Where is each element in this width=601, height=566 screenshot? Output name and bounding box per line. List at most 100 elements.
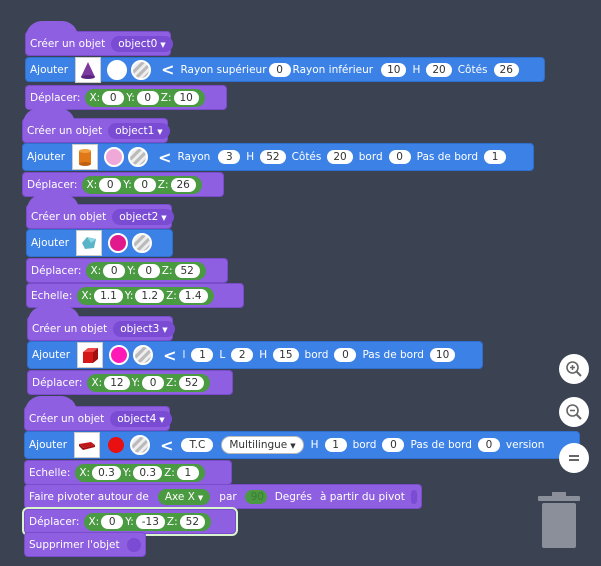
L-input[interactable]: 2 [231,348,254,362]
color-swatch[interactable] [109,345,130,365]
cotes-input[interactable]: 20 [327,150,353,164]
bord-input[interactable]: 0 [388,150,411,164]
gem-shape-icon[interactable] [76,230,103,256]
x-input[interactable]: 0.3 [92,465,121,480]
z-label: Z: [160,91,172,104]
y-input[interactable]: 0 [142,375,165,390]
z-input[interactable]: 1.4 [178,288,208,303]
scale-block[interactable]: Echelle: X:0.3 Y:0.3 Z:1 [24,460,232,485]
object-name: object2 [119,210,159,223]
collapse-chevron-icon[interactable]: < [163,345,177,365]
y-label: Y: [122,466,132,479]
text-input[interactable]: T.C [181,438,214,452]
cone-shape-icon[interactable] [75,56,102,83]
move-block-selected[interactable]: Déplacer: X:0 Y:-13 Z:52 [24,509,236,534]
rotate-block[interactable]: Faire pivoter autour de Axe X▼ par 90 De… [24,484,422,509]
create-object-block[interactable]: Créer un objet object2▼ [26,194,174,229]
h-input[interactable]: 15 [273,348,299,362]
text3d-shape-icon[interactable] [74,432,101,458]
rayon-sup-input[interactable]: 0 [268,62,291,77]
cotes-input[interactable]: 26 [493,62,519,77]
color-swatch[interactable] [108,233,129,253]
add-shape-block[interactable]: Ajouter < Rayon 3 H 52 Côtés 20 bord 0 P… [22,143,534,171]
y-input[interactable]: 0 [137,263,160,278]
y-input[interactable]: 1.2 [135,288,165,303]
z-input[interactable]: 52 [178,375,205,390]
z-input[interactable]: 26 [170,177,196,192]
texture-swatch[interactable] [133,345,154,365]
trash-icon[interactable] [538,492,580,548]
zoom-in-icon[interactable] [559,354,589,384]
texture-swatch[interactable] [130,435,151,455]
cylinder-shape-icon[interactable] [72,144,99,170]
y-input[interactable]: 0.3 [133,465,163,480]
delete-object-block[interactable]: Supprimer l'objet [24,532,146,557]
rayon-input[interactable]: 3 [218,150,241,164]
texture-swatch[interactable] [132,233,153,253]
zoom-out-icon[interactable] [559,397,589,427]
texture-swatch[interactable] [131,59,152,80]
h-label: H [310,439,319,451]
font-dropdown[interactable]: Multilingue▼ [221,436,304,454]
x-input[interactable]: 0 [102,90,125,105]
y-input[interactable]: -13 [135,514,165,529]
x-input[interactable]: 0 [101,514,124,529]
rayon-inf-input[interactable]: 10 [381,62,407,77]
collapse-chevron-icon[interactable]: < [158,147,172,167]
pas-bord-input[interactable]: 1 [484,150,507,164]
z-input[interactable]: 52 [174,263,200,278]
x-label: X: [81,289,93,302]
create-object-block[interactable]: Créer un objet object1▼ [22,108,170,143]
x-input[interactable]: 12 [104,375,130,390]
pas-bord-input[interactable]: 10 [429,348,456,362]
collapse-chevron-icon[interactable]: < [160,435,174,455]
create-object-block[interactable]: Créer un objet object0▼ [25,21,173,56]
object-dropdown[interactable]: object3▼ [113,320,175,337]
l-label: l [182,349,186,361]
object-dropdown[interactable]: object0▼ [111,35,173,52]
color-swatch[interactable] [107,59,128,80]
create-object-block[interactable]: Créer un objet object3▼ [27,306,175,341]
move-block[interactable]: Déplacer: X:0 Y:0 Z:10 [25,85,227,110]
y-input[interactable]: 0 [136,90,159,105]
add-shape-block[interactable]: Ajouter < l 1 L 2 H 15 bord 0 Pas de bor… [27,341,483,369]
h-input[interactable]: 20 [426,62,452,77]
color-swatch[interactable] [104,147,125,167]
y-label: Y: [125,515,134,528]
add-shape-block[interactable]: Ajouter < Rayon supérieur 0 Rayon inféri… [25,56,545,83]
texture-swatch[interactable] [128,147,149,167]
add-shape-block[interactable]: Ajouter < T.C Multilingue▼ H 1 bord 0 Pa… [24,431,580,459]
x-input[interactable]: 1.1 [94,288,123,303]
zoom-reset-icon[interactable] [559,443,589,473]
add-shape-block[interactable]: Ajouter [26,229,173,257]
bord-input[interactable]: 0 [334,348,357,362]
object-dropdown[interactable]: object1▼ [108,122,170,139]
z-input[interactable]: 10 [173,90,199,105]
x-input[interactable]: 0 [99,177,122,192]
y-label: Y: [127,264,136,277]
scale-block[interactable]: Echelle: X:1.1 Y:1.2 Z:1.4 [26,283,244,308]
z-input[interactable]: 1 [176,465,199,480]
x-input[interactable]: 0 [103,263,126,278]
h-input[interactable]: 1 [324,438,347,452]
move-block[interactable]: Déplacer: X:0 Y:0 Z:52 [26,258,228,283]
color-swatch[interactable] [106,435,127,455]
collapse-chevron-icon[interactable]: < [161,60,175,79]
cube-shape-icon[interactable] [77,342,104,368]
y-input[interactable]: 0 [133,177,156,192]
l-input[interactable]: 1 [191,348,214,362]
axis-dropdown[interactable]: Axe X▼ [157,488,211,505]
bord-input[interactable]: 0 [382,438,405,452]
move-block[interactable]: Déplacer: X:0 Y:0 Z:26 [22,172,224,197]
move-block[interactable]: Déplacer: X:12 Y:0 Z:52 [27,370,233,395]
object-dropdown[interactable]: object2▼ [112,208,174,225]
object-slot[interactable] [126,537,141,552]
object-dropdown[interactable]: object4▼ [110,410,172,427]
caret-down-icon: ▼ [159,415,165,424]
pivot-slot[interactable] [410,489,417,504]
z-input[interactable]: 52 [179,514,206,529]
h-input[interactable]: 52 [260,150,286,164]
create-object-block[interactable]: Créer un objet object4▼ [24,396,172,431]
angle-input[interactable]: 90 [244,489,267,504]
pas-bord-input[interactable]: 0 [477,438,500,452]
